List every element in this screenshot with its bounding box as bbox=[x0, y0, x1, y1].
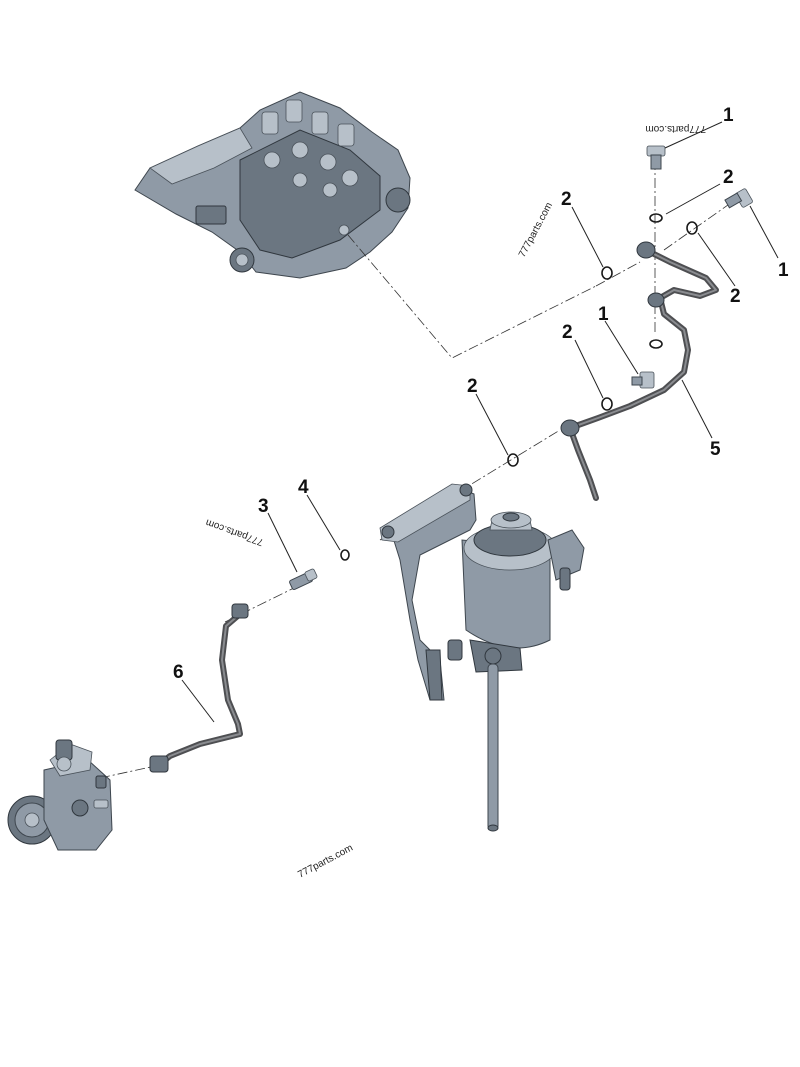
callout-6: 6 bbox=[173, 662, 184, 683]
callout-1-right: 1 bbox=[778, 260, 789, 281]
callout-2-left: 2 bbox=[467, 376, 478, 397]
cylinder-head bbox=[134, 91, 411, 279]
callout-2-right: 2 bbox=[730, 286, 741, 307]
callout-5: 5 bbox=[710, 439, 721, 460]
callout-2-upper: 2 bbox=[561, 189, 572, 210]
fuel-pipe-6 bbox=[149, 603, 249, 773]
callout-1-top: 1 bbox=[723, 105, 734, 126]
watermark-left: 777parts.com bbox=[204, 516, 265, 547]
watermark-vertical: 777parts.com bbox=[517, 201, 555, 260]
sealing-washers bbox=[340, 213, 698, 561]
fuel-pipe-5 bbox=[560, 241, 719, 501]
callout-2-mid: 2 bbox=[562, 322, 573, 343]
leader-lines bbox=[181, 121, 779, 723]
watermark-bottom: 777parts.com bbox=[296, 842, 355, 880]
callout-4: 4 bbox=[298, 477, 309, 498]
banjo-bolt-right bbox=[724, 188, 753, 209]
adapter-fitting-3 bbox=[289, 568, 318, 591]
high-pressure-pump bbox=[7, 739, 113, 851]
banjo-bolt-mid bbox=[631, 371, 655, 389]
callout-3: 3 bbox=[258, 496, 269, 517]
callout-labels: 1 2 1 2 2 1 2 5 2 4 3 6 bbox=[173, 105, 789, 683]
callout-2-top: 2 bbox=[723, 167, 734, 188]
banjo-bolt-top bbox=[646, 145, 666, 170]
fuel-filter-assembly bbox=[379, 483, 585, 832]
watermark-top: 777parts.com bbox=[645, 123, 706, 134]
callout-1-mid: 1 bbox=[598, 304, 609, 325]
